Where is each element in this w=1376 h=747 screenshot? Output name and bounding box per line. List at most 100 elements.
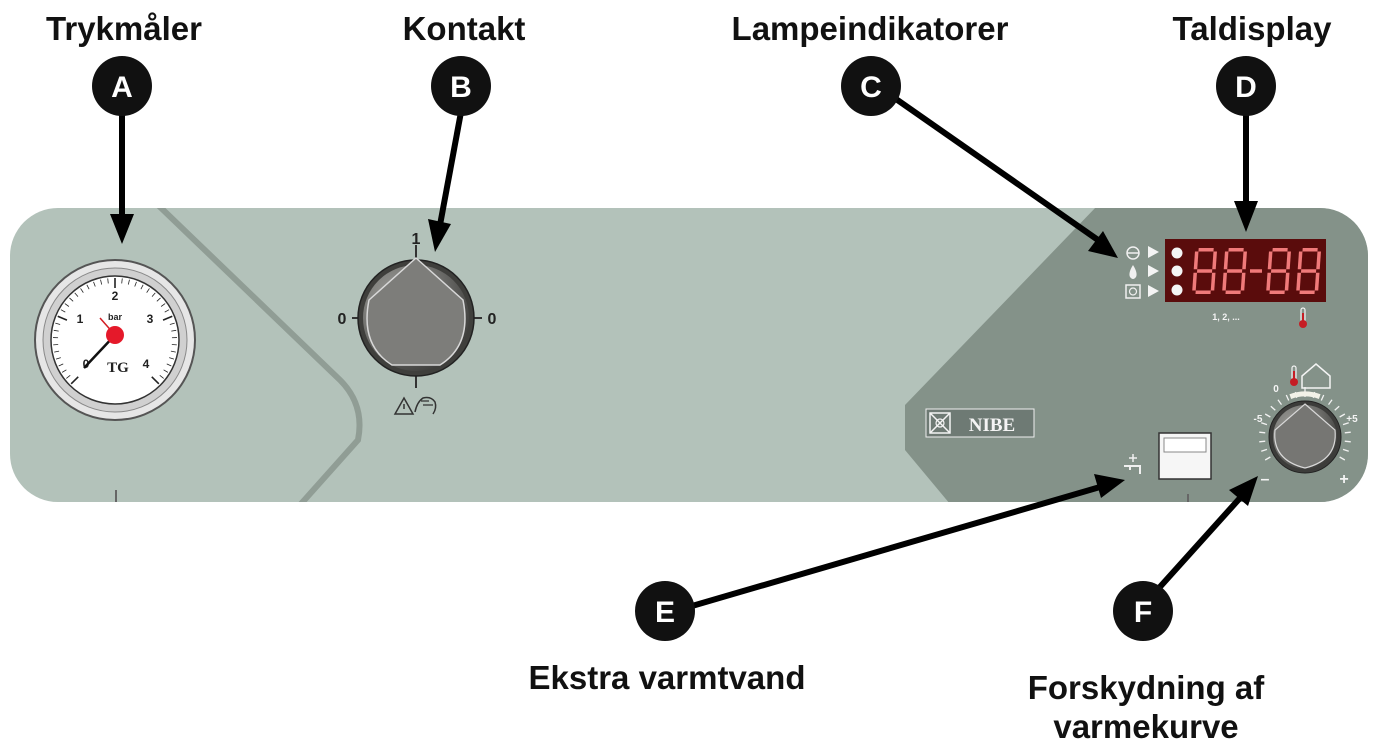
indicator-lamp-1 [1171, 247, 1183, 259]
gauge-tick-mark [64, 303, 70, 307]
curve-tick-mark [1285, 394, 1290, 401]
button-top-face [1163, 437, 1207, 453]
curve-tick-mark [1342, 422, 1349, 426]
badge-e-letter: E [655, 596, 675, 629]
gauge-tick-mark [93, 281, 96, 287]
label-pressure-gauge: Trykmåler [46, 10, 202, 47]
gauge-tick-1: 1 [77, 312, 84, 326]
badge-c-letter: C [860, 71, 882, 104]
extra-hot-water-control [1124, 432, 1212, 480]
gauge-scale [53, 278, 177, 385]
badge-a: A [92, 56, 152, 116]
badge-c: C [841, 56, 901, 116]
display-segment [1225, 290, 1241, 294]
gauge-tick-mark [163, 369, 169, 373]
label-switch: Kontakt [403, 10, 526, 47]
gauge-tick-mark [60, 309, 66, 313]
gauge-tick-mark [156, 297, 161, 302]
gauge-tick-mark [169, 357, 175, 360]
display-segment [1212, 251, 1217, 270]
gauge-tick-mark [70, 376, 79, 385]
gauge-tick-mark [164, 309, 170, 313]
curve-knob-grip [1274, 403, 1336, 469]
gauge-tick-mark [166, 363, 172, 367]
curve-tick-mark [1339, 413, 1346, 418]
arrow-b [428, 111, 464, 252]
gauge-tick-mark [58, 363, 64, 367]
curve-zero-band [1289, 391, 1321, 399]
gauge-unit: bar [108, 312, 123, 322]
curve-tick-mark [1320, 394, 1325, 401]
display-screen [1165, 239, 1326, 302]
heater-icon [1125, 284, 1141, 299]
badge-d: D [1216, 56, 1276, 116]
display-segment [1193, 251, 1199, 270]
display-segment [1226, 269, 1243, 273]
curve-tick-mark [1344, 440, 1351, 443]
display-segment [1228, 248, 1244, 252]
gauge-tick-3: 3 [147, 312, 154, 326]
display-segment [1300, 269, 1317, 273]
gauge-tick-mark [80, 288, 84, 293]
curve-tick-mark [1327, 399, 1333, 406]
display-segment [1210, 272, 1216, 291]
display-segment [1195, 290, 1211, 294]
display-segment [1242, 251, 1247, 270]
gauge-tick-mark [162, 315, 173, 321]
callout-arrows [110, 96, 1258, 609]
badge-d-letter: D [1235, 71, 1257, 104]
nibe-logo: NIBE [925, 408, 1035, 438]
number-display: 1, 2, ... [1165, 239, 1326, 328]
display-segment [1196, 269, 1213, 273]
display-segment [1222, 272, 1227, 291]
indicator-lamp-2 [1171, 265, 1183, 277]
curve-tick-mark [1342, 448, 1349, 452]
curve-tick-mark [1259, 431, 1266, 434]
brand-name: NIBE [969, 415, 1015, 436]
arrow-c [894, 96, 1118, 258]
gauge-tick-mark [159, 374, 164, 379]
switch-knob-grip [366, 256, 466, 366]
indicator-lamp-3 [1171, 284, 1183, 296]
display-segment [1269, 290, 1285, 294]
curve-label-minus: – [1261, 471, 1270, 488]
warning-hand-icon [393, 396, 437, 415]
gauge-tick-mark [86, 284, 90, 290]
logo-mark-icon [929, 412, 951, 434]
indicator-arrow-2 [1148, 265, 1159, 277]
display-segment [1284, 272, 1290, 291]
heating-curve-knob[interactable]: 0 -5 +5 – + [1254, 363, 1359, 488]
gauge-tick-mark [121, 278, 123, 284]
gauge-tick-mark [100, 279, 103, 285]
gauge-tick-mark [107, 278, 109, 284]
gauge-tick-mark [160, 303, 166, 307]
gauge-tick-mark [54, 350, 60, 353]
gauge-center-cap [106, 326, 124, 344]
gauge-tick-mark [127, 279, 130, 285]
arrow-a [110, 112, 134, 244]
label-number-display: Taldisplay [1173, 10, 1333, 47]
curve-tick-mark [1261, 448, 1268, 452]
pressure-gauge: 2 1 3 0 4 bar TG [34, 259, 196, 421]
label-extra-hot-water: Ekstra varmtvand [529, 659, 806, 696]
gauge-tick-4: 4 [143, 357, 150, 371]
display-segment [1223, 251, 1229, 270]
badge-e: E [635, 581, 695, 641]
display-segment [1296, 272, 1301, 291]
display-segment [1316, 251, 1321, 270]
curve-tick-mark [1264, 456, 1271, 461]
curve-tick-mark [1270, 405, 1276, 411]
hot-water-tap-icon [1124, 454, 1141, 474]
display-segment [1302, 248, 1318, 252]
thermometer-icon [1299, 307, 1307, 328]
display-segment [1192, 272, 1197, 291]
label-curve-offset-line2: varmekurve [1053, 708, 1238, 745]
curve-tick-mark [1344, 431, 1351, 434]
curve-label-plus5: +5 [1346, 414, 1358, 425]
main-switch[interactable]: 1 0 0 [338, 231, 497, 415]
gauge-tick-mark [171, 329, 177, 332]
display-segment [1267, 251, 1273, 270]
label-curve-offset-line1: Forskydning af [1028, 669, 1266, 706]
display-segment [1240, 272, 1246, 291]
